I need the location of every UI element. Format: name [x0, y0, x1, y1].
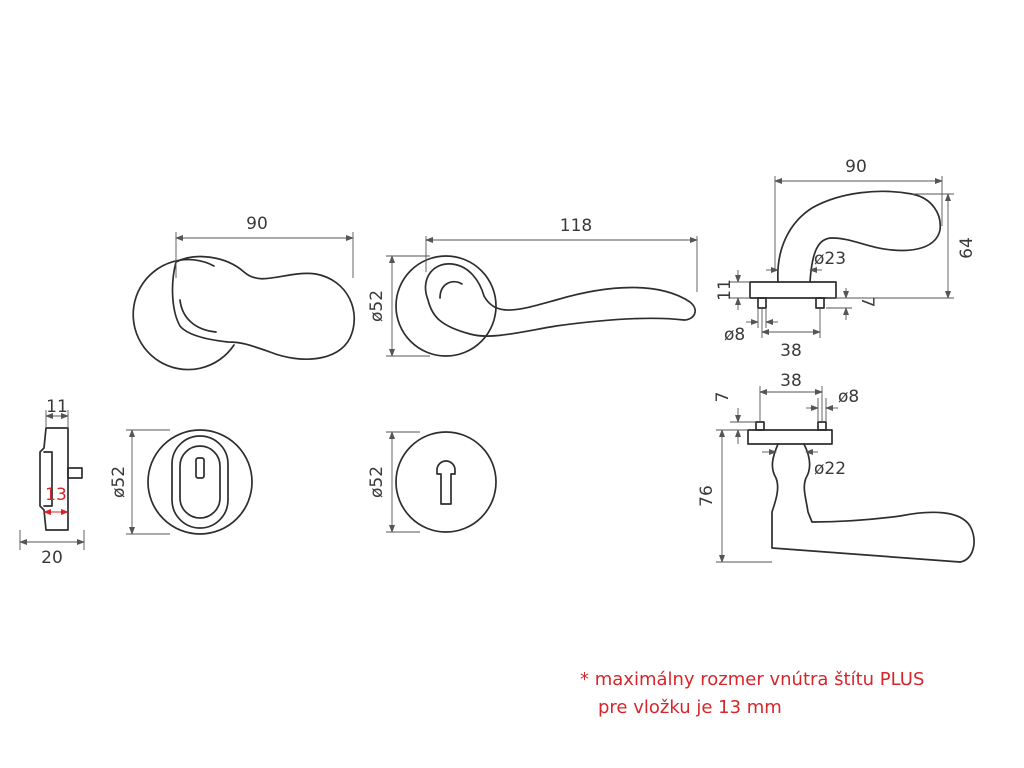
side-pin-dia-label: ø8 — [724, 325, 745, 345]
side-height-label: 64 — [957, 237, 977, 259]
handle-rose-dia-label: ø52 — [367, 290, 387, 322]
shield-section-drawing: 11 13 20 — [19, 397, 85, 568]
front-pin-height-label: 7 — [713, 392, 733, 403]
side-lever-dia-label: ø23 — [814, 249, 846, 269]
footnote-line-2: pre vložku je 13 mm — [598, 697, 782, 718]
side-rose-thickness-label: 11 — [715, 279, 735, 301]
rose-wc-dia-label: ø52 — [109, 466, 129, 498]
shield-total-label: 20 — [41, 548, 63, 568]
front-neck-dia-label: ø22 — [814, 459, 846, 479]
footnote-line-1: * maximálny rozmer vnútra štítu PLUS — [580, 669, 925, 690]
lever-side-drawing: 90 64 ø23 11 7 ø8 38 — [715, 157, 977, 361]
shield-thickness-label: 11 — [46, 397, 68, 417]
front-pin-spacing-label: 38 — [780, 371, 802, 391]
knob-width-label: 90 — [246, 214, 268, 234]
handle-width-label: 118 — [560, 216, 592, 236]
side-pin-spacing-label: 38 — [780, 341, 802, 361]
side-pin-height-label: 7 — [857, 297, 877, 308]
rose-pz-drawing: ø52 — [367, 431, 497, 533]
side-width-label: 90 — [845, 157, 867, 177]
footnote: * maximálny rozmer vnútra štítu PLUS pre… — [580, 666, 924, 722]
lever-front-view-drawing: 38 ø8 7 ø22 76 — [697, 371, 975, 563]
front-height-label: 76 — [697, 485, 717, 507]
rose-wc-drawing: ø52 — [109, 429, 253, 535]
shield-inner-label: 13 — [45, 485, 67, 505]
lever-front-drawing: 118 ø52 — [367, 216, 698, 357]
front-pin-dia-label: ø8 — [838, 387, 859, 407]
rose-pz-dia-label: ø52 — [367, 466, 387, 498]
knob-drawing: 90 — [132, 214, 355, 371]
